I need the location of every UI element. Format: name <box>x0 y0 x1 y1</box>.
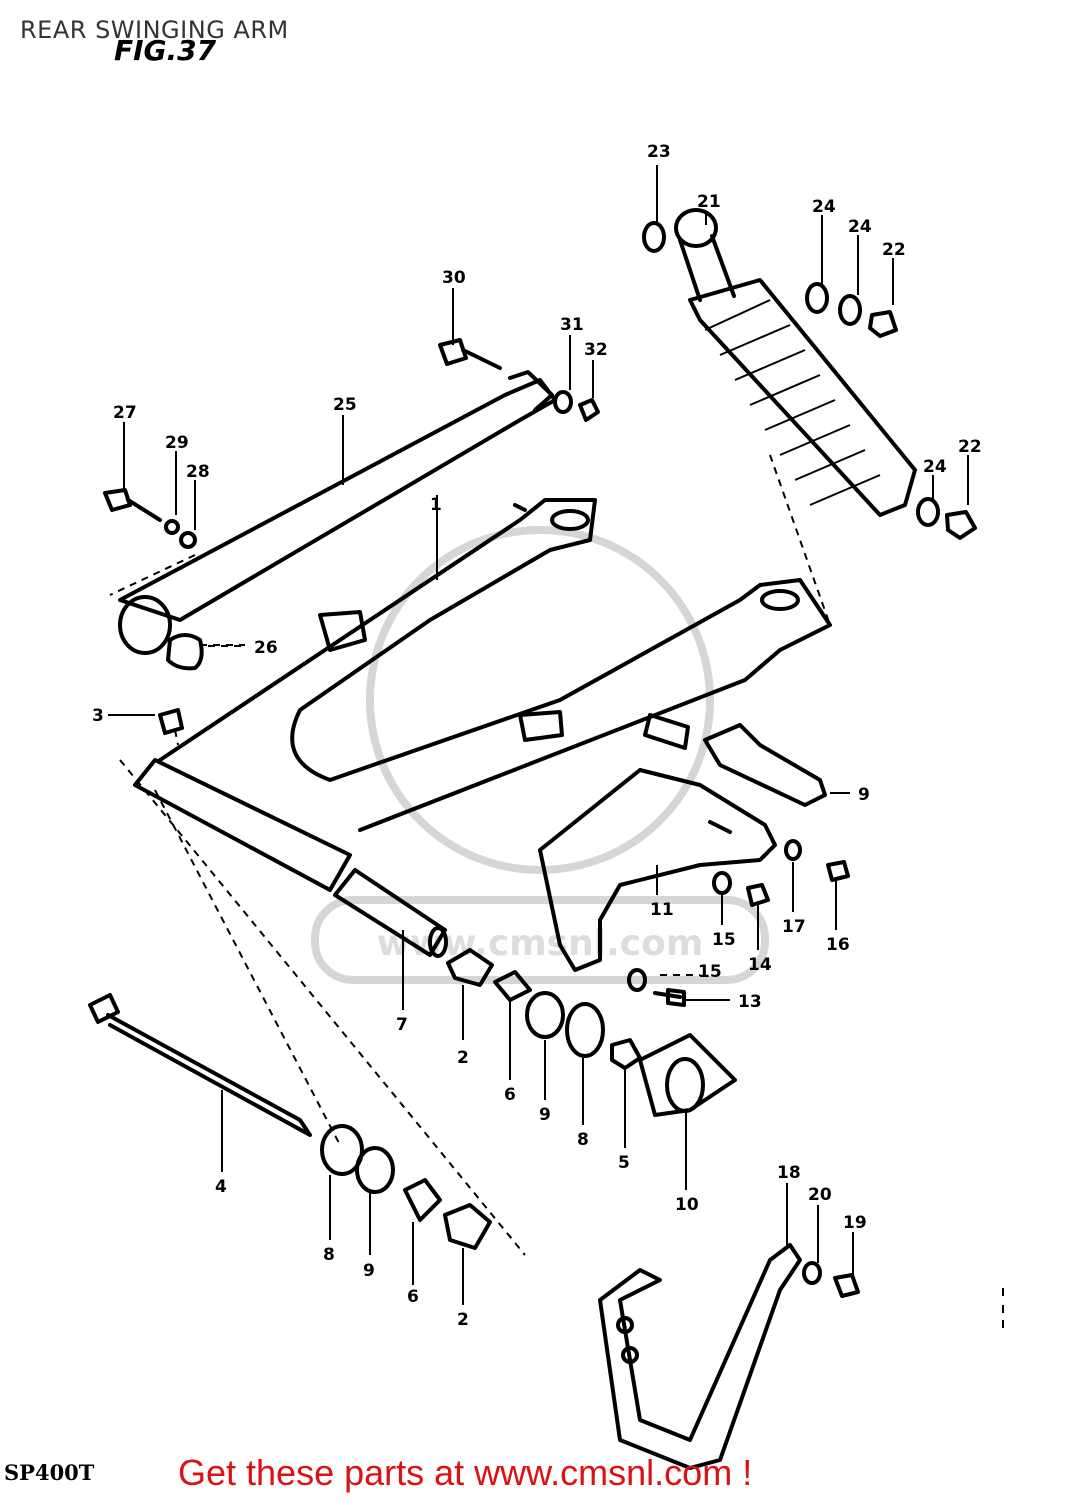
chain-guide-block[interactable] <box>638 1033 737 1117</box>
callout-8: 8 <box>323 1245 335 1265</box>
swinging-arm[interactable] <box>133 498 832 892</box>
watermark-text: www.cmsnl.com <box>377 923 704 964</box>
callout-2: 2 <box>457 1048 469 1068</box>
model-code: SP400T <box>4 1460 95 1485</box>
callout-6: 6 <box>407 1287 419 1307</box>
callout-15: 15 <box>712 930 736 950</box>
page-title: REAR SWINGING ARM <box>20 16 289 44</box>
callout-23: 23 <box>647 142 671 162</box>
callout-26: 26 <box>254 638 278 658</box>
callout-2: 2 <box>457 1310 469 1330</box>
callout-9: 9 <box>363 1261 375 1281</box>
watermark-logo <box>366 526 714 874</box>
chain-guard[interactable] <box>598 1243 860 1470</box>
torque-rod-bolt-set[interactable] <box>103 488 197 549</box>
callout-24: 24 <box>923 457 947 477</box>
callout-14: 14 <box>748 955 772 975</box>
callout-20: 20 <box>808 1185 832 1205</box>
pivot-shaft[interactable] <box>88 993 312 1137</box>
rear-shock-absorber[interactable] <box>642 208 917 517</box>
callout-4: 4 <box>215 1177 227 1197</box>
pivot-bearing-set-left[interactable] <box>320 1124 492 1250</box>
callout-3: 3 <box>92 706 104 726</box>
callout-13: 13 <box>738 992 762 1012</box>
callout-21: 21 <box>697 192 721 212</box>
callout-6: 6 <box>504 1085 516 1105</box>
callout-29: 29 <box>165 433 189 453</box>
pivot-spacer[interactable] <box>333 868 448 958</box>
callout-11: 11 <box>650 900 674 920</box>
callout-27: 27 <box>113 403 137 423</box>
parts-shop-link[interactable]: Get these parts at www.cmsnl.com ! <box>178 1452 753 1493</box>
pivot-bearing-set-right[interactable] <box>446 948 642 1070</box>
upper-mount-bolt-set[interactable] <box>438 338 600 422</box>
callout-24: 24 <box>812 197 836 217</box>
callout-5: 5 <box>618 1153 630 1173</box>
callout-32: 32 <box>584 340 608 360</box>
callout-24: 24 <box>848 217 872 237</box>
callout-18: 18 <box>777 1163 801 1183</box>
callout-7: 7 <box>396 1015 408 1035</box>
watermark-badge <box>311 896 769 984</box>
shock-hardware[interactable] <box>805 282 977 540</box>
callout-30: 30 <box>442 268 466 288</box>
chain-case-bracket[interactable] <box>538 723 827 972</box>
callout-31: 31 <box>560 315 584 335</box>
callout-9: 9 <box>539 1105 551 1125</box>
bracket-bolt-set[interactable] <box>627 839 850 1007</box>
callout-19: 19 <box>843 1213 867 1233</box>
callout-15: 15 <box>698 962 722 982</box>
callout-25: 25 <box>333 395 357 415</box>
callout-17: 17 <box>782 917 806 937</box>
callout-numbers: 23 21 24 24 22 24 22 30 31 32 25 27 29 2… <box>92 142 982 1330</box>
assembly-guide-lines <box>109 454 831 1256</box>
callout-28: 28 <box>186 462 210 482</box>
callout-22: 22 <box>958 437 982 457</box>
figure-label: FIG.37 <box>114 34 217 67</box>
callout-22: 22 <box>882 240 906 260</box>
callout-16: 16 <box>826 935 850 955</box>
callout-leaders <box>108 165 969 1305</box>
callout-12: 9 <box>858 785 870 805</box>
callout-1: 1 <box>430 495 442 515</box>
callout-10: 10 <box>675 1195 699 1215</box>
callout-8: 8 <box>577 1130 589 1150</box>
watermark: www.cmsnl.com <box>311 526 769 984</box>
torque-rod[interactable] <box>118 370 557 671</box>
